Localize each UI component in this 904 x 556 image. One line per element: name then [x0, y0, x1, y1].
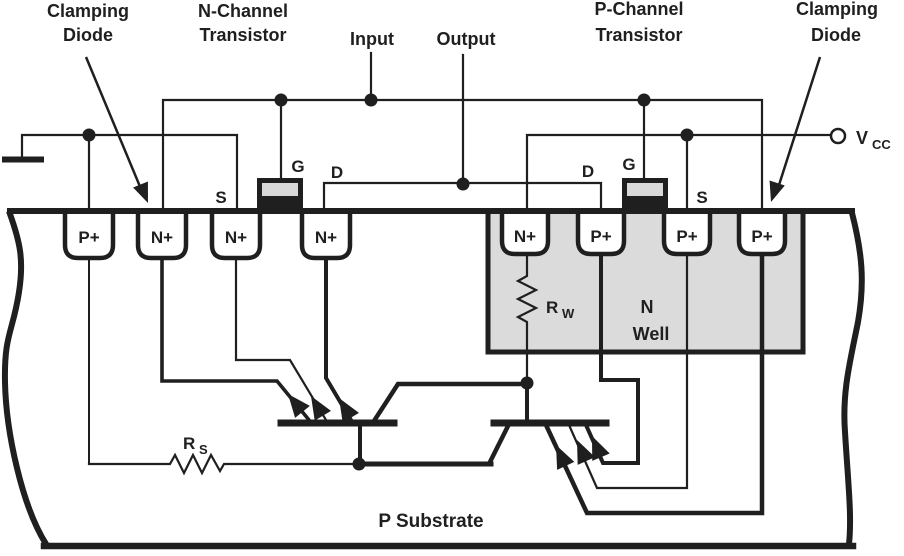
- nmos-title-line1: N-Channel: [198, 1, 288, 21]
- npn-emitter3-arrowhead-icon: [339, 398, 359, 423]
- rw-label: R: [546, 298, 558, 317]
- vcc-label-sub: CC: [872, 137, 891, 152]
- clamp-left-label-line2: Diode: [63, 25, 113, 45]
- n-plus-nmos-drain-diffusion: [299, 209, 353, 261]
- junction-dot: [456, 177, 470, 191]
- clamp-right-label-line1: Clamping: [796, 0, 878, 19]
- ground-wire: [20, 133, 239, 213]
- pnp-emitter3-wire: [543, 249, 765, 516]
- nwell-label-line1: N: [641, 297, 654, 317]
- npn-emitter3-wire: [324, 254, 354, 423]
- rw-label-sub: W: [562, 306, 575, 321]
- pmos-gate-oxide: [627, 183, 663, 196]
- rw-resistor-wire: [515, 250, 539, 380]
- substrate-left-edge: [1, 210, 51, 549]
- pmos-drain-label: D: [582, 162, 594, 181]
- diffusion-label: P+: [676, 227, 697, 246]
- output-label: Output: [437, 29, 496, 49]
- diffusion-label: P+: [78, 228, 99, 247]
- clamp-right-arrowhead-icon: [769, 180, 785, 202]
- clamp-left-arrowhead-icon: [133, 181, 148, 203]
- diffusion-label: N+: [151, 228, 173, 247]
- clamp-left-label-line1: Clamping: [47, 1, 129, 21]
- pnp-emitter1-arrowhead-icon: [592, 436, 610, 461]
- nmos-source-label: S: [215, 188, 226, 207]
- junction-dot: [520, 376, 534, 390]
- rs-resistor-wire: [87, 452, 357, 476]
- diffusion-label: N+: [225, 228, 247, 247]
- junction-dot: [352, 457, 366, 471]
- nwell-label-line2: Well: [633, 324, 670, 344]
- diffusion-label: N+: [514, 227, 536, 246]
- vcc-rail-wire: [525, 133, 832, 213]
- substrate-label: P Substrate: [378, 511, 483, 532]
- rs-label-sub: S: [199, 442, 208, 457]
- pmos-title-line2: Transistor: [595, 25, 682, 45]
- npn-emitter2-wire: [234, 254, 328, 422]
- junction-dot: [680, 128, 694, 142]
- junction-dot: [364, 93, 378, 107]
- nmos-title-line2: Transistor: [199, 25, 286, 45]
- diffusion-label: N+: [315, 228, 337, 247]
- nmos-gate-label: G: [291, 157, 304, 176]
- diffusion-label: P+: [590, 227, 611, 246]
- nmos-gate-oxide: [262, 183, 298, 196]
- p-plus-clamp-diffusion-right: [736, 209, 788, 257]
- npn-emitter2-arrowhead-icon: [311, 396, 331, 421]
- clamp-right-label-line2: Diode: [811, 25, 861, 45]
- vcc-label: V: [856, 128, 868, 148]
- clamp-right-pointer-line: [777, 56, 822, 186]
- junction-dot: [82, 128, 96, 142]
- pnp-collector-wire: [486, 420, 513, 466]
- pmos-source-label: S: [696, 188, 707, 207]
- n-plus-nmos-source-diffusion: [209, 209, 263, 261]
- n-plus-well-tap-diffusion: [499, 209, 551, 257]
- pnp-emitter2-arrowhead-icon: [577, 440, 596, 465]
- pmos-title-line1: P-Channel: [594, 0, 683, 19]
- p-plus-pmos-drain-diffusion: [575, 209, 627, 257]
- input-label: Input: [350, 29, 394, 49]
- junction-dot: [637, 93, 651, 107]
- clamp-left-pointer-line: [84, 56, 143, 190]
- n-plus-clamp-diffusion-left: [135, 209, 189, 261]
- npn-emitter1-arrowhead-icon: [288, 394, 310, 418]
- pmos-gate-label: G: [622, 155, 635, 174]
- p-plus-substrate-tap-diffusion: [62, 209, 116, 261]
- pnp-emitter3-arrowhead-icon: [556, 445, 575, 470]
- vcc-terminal-circle: [829, 127, 847, 145]
- npn-collector-wire: [370, 381, 530, 425]
- rs-label: R: [183, 434, 195, 453]
- p-plus-pmos-source-diffusion: [661, 209, 713, 257]
- nmos-drain-label: D: [331, 163, 343, 182]
- substrate-right-edge: [841, 209, 865, 548]
- junction-dot: [274, 93, 288, 107]
- diffusion-label: P+: [751, 227, 772, 246]
